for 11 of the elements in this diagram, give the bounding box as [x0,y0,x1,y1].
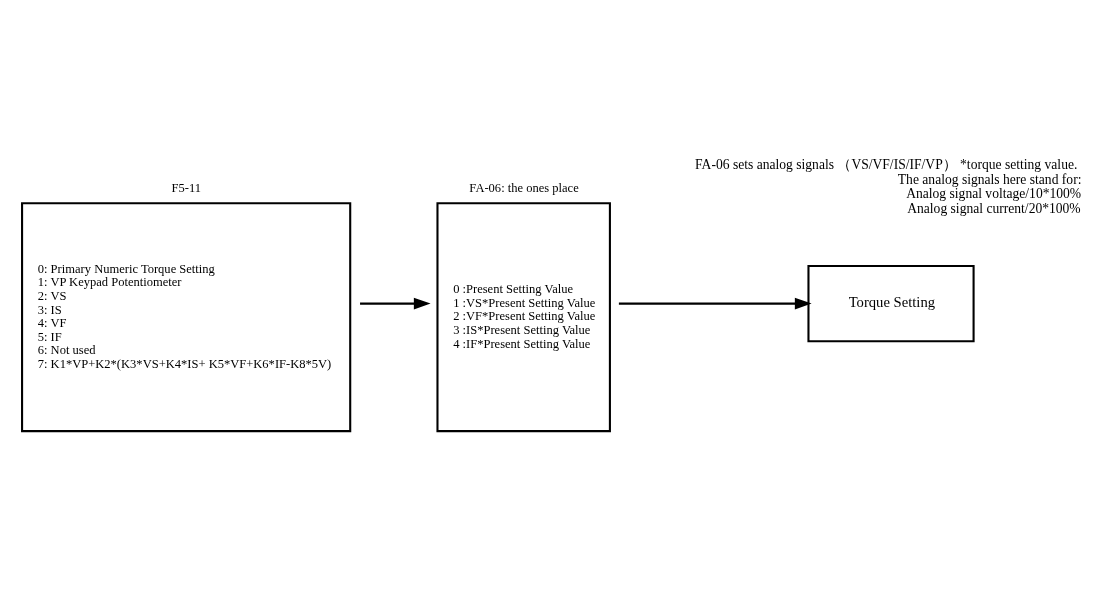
label: The analog signals here stand for: [897,171,1082,187]
label: FA-06 sets analog signals （VS/VF/IS/IF/VP） *torque setting value. [695,157,1078,173]
node-box: Torque Setting [807,264,975,343]
label: Analog signal voltage/10*100% [906,186,1082,202]
node-box: 0: Primary Numeric Torque Setting 1: VP Keypad Potentiometer 2: VS 3: IS 4: VF 5: IF 6: Not used 7: K1*VP+K2*(K3*VS+K4*IS+ K5*VF+K6*IF-K8*5V) [21,202,352,433]
node-label: F5-11 [171,181,201,196]
arrow [360,297,431,310]
label: Analog signal current/20*100% [907,201,1081,217]
node-label: FA-06: the ones place [469,181,579,196]
node-box: 0 :Present Setting Value 1 :VS*Present Setting Value 2 :VF*Present Setting Value 3 :IS*Present Setting Value 4 :IF*Present Setting Value [436,202,611,433]
arrow [618,297,812,310]
